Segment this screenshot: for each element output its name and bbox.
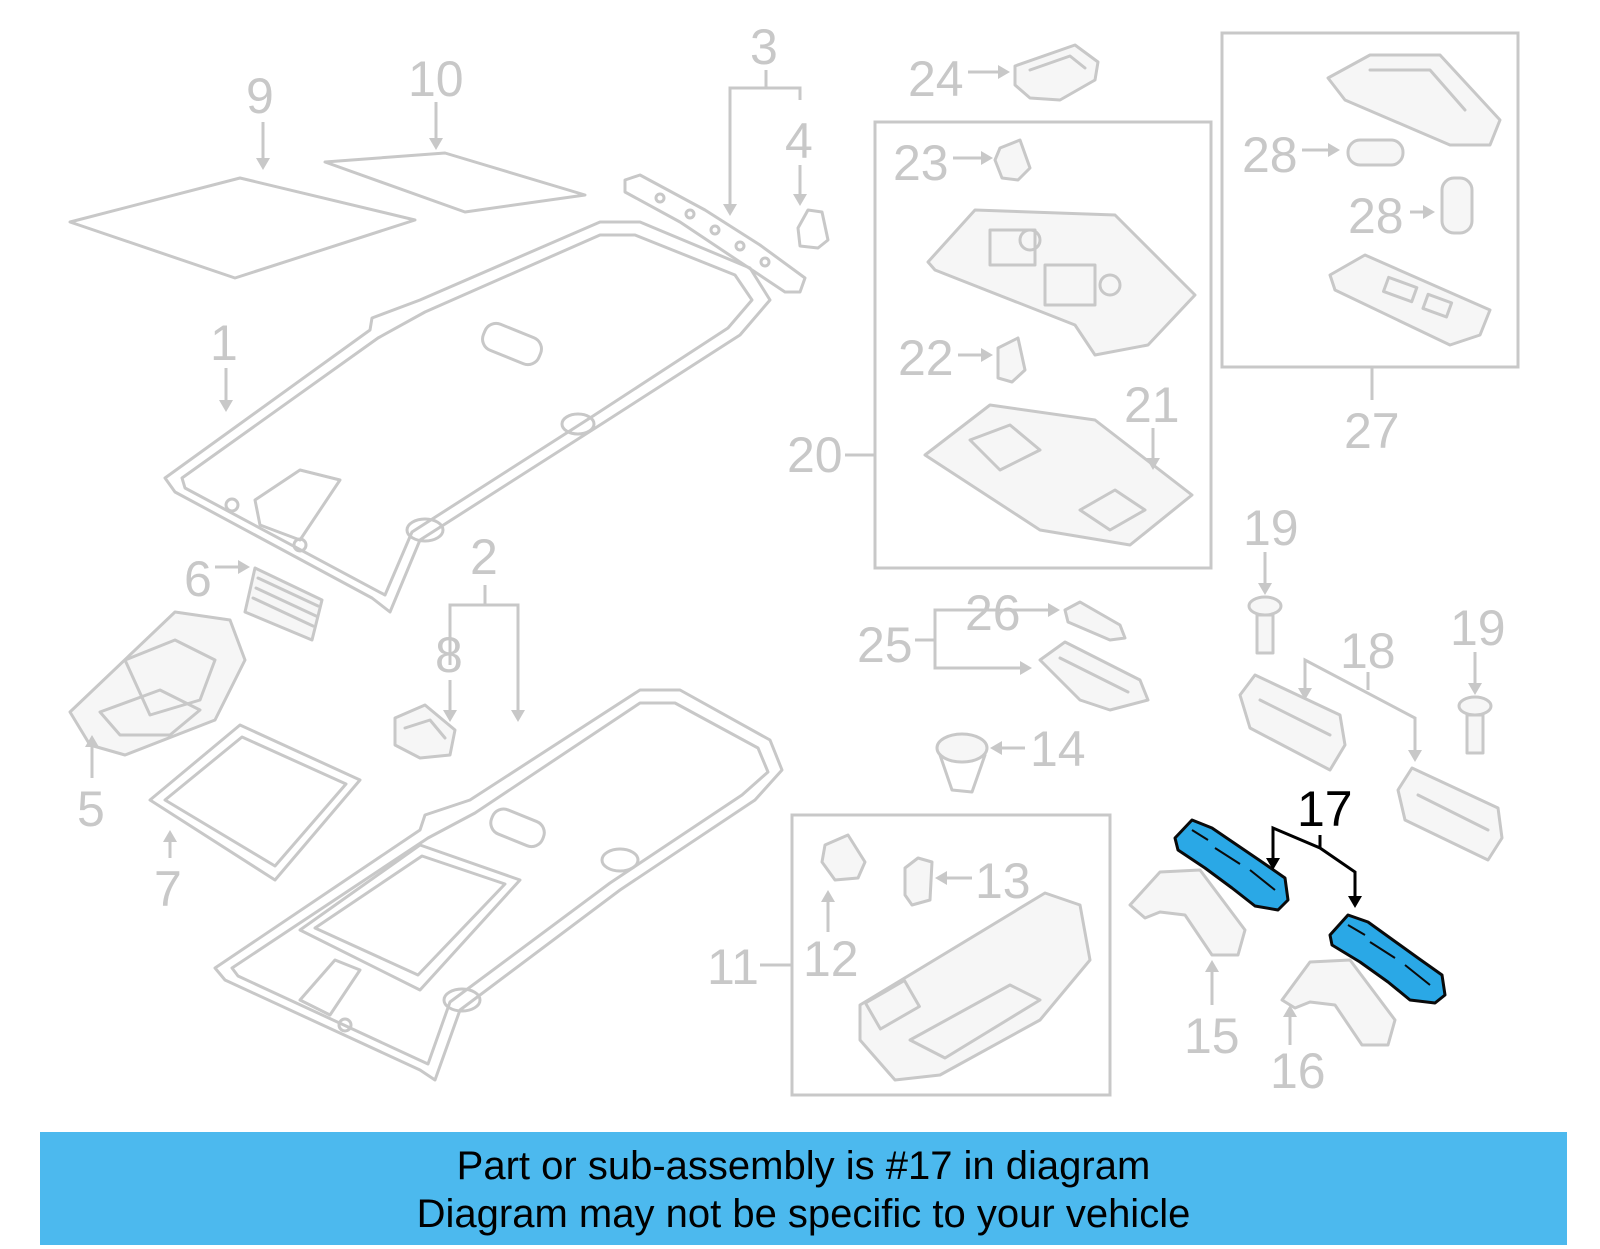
part-17-bracket-a [1173, 818, 1290, 912]
label-2: 2 [470, 529, 498, 585]
part-16-handle [1280, 958, 1397, 1047]
part-22-bulb [996, 336, 1027, 384]
part-3-rail [623, 173, 807, 294]
label-1: 1 [210, 315, 238, 371]
label-21: 21 [1124, 377, 1180, 433]
part-28-bulb-a [1346, 138, 1405, 167]
part-26-bulb [1063, 600, 1127, 642]
part-18-bracket-b [1396, 766, 1504, 862]
part-19-screw-b [1457, 695, 1493, 755]
label-19b: 19 [1450, 600, 1506, 656]
label-8: 8 [435, 627, 463, 683]
part-15-handle [1128, 868, 1247, 957]
part-13-clip [903, 856, 934, 907]
label-15: 15 [1184, 1008, 1240, 1064]
part-23-bulb [993, 138, 1032, 182]
box-11 [790, 813, 1112, 1097]
label-16: 16 [1270, 1043, 1326, 1099]
label-4: 4 [785, 113, 813, 169]
banner-line-2: Diagram may not be specific to your vehi… [416, 1192, 1191, 1236]
leader-lines [85, 65, 1482, 1045]
label-10: 10 [408, 51, 464, 107]
label-28b: 28 [1348, 188, 1404, 244]
label-24: 24 [908, 51, 964, 107]
part-10-panel [323, 151, 587, 214]
label-13: 13 [975, 853, 1031, 909]
label-9: 9 [246, 68, 274, 124]
banner-line-1: Part or sub-assembly is #17 in diagram [456, 1144, 1151, 1188]
label-20: 20 [787, 427, 843, 483]
part-14-grommet [935, 732, 989, 794]
label-7: 7 [154, 861, 182, 917]
callout-labels: 9 10 3 4 1 6 5 7 2 8 24 23 22 20 21 28 2… [77, 19, 1506, 1099]
part-28-bulb-b [1440, 176, 1474, 235]
part-9-panel [68, 176, 417, 280]
part-27-lens [1328, 253, 1492, 347]
part-8-clip [393, 703, 457, 760]
part-21-lens [923, 403, 1194, 547]
label-17: 17 [1297, 781, 1353, 837]
part-4-clip [796, 208, 830, 250]
label-6: 6 [184, 551, 212, 607]
info-banner: Part or sub-assembly is #17 in diagram D… [40, 1132, 1567, 1245]
part-11-visor [858, 891, 1092, 1082]
part-2-headliner [213, 688, 784, 1082]
label-22: 22 [898, 330, 954, 386]
box-20 [873, 120, 1213, 570]
part-27-housing [1326, 53, 1502, 147]
console-housing [926, 208, 1197, 357]
box-27 [1220, 31, 1520, 369]
part-19-screw-a [1247, 595, 1283, 655]
part-18-bracket-a [1238, 673, 1347, 772]
part-7-frame [148, 723, 362, 882]
part-17-bracket-b [1328, 913, 1447, 1005]
label-11: 11 [707, 939, 759, 995]
part-1-headliner [163, 220, 772, 614]
label-25: 25 [857, 617, 913, 673]
label-23: 23 [893, 135, 949, 191]
part-5-console [68, 610, 247, 757]
part-6-vent [243, 566, 324, 642]
label-27: 27 [1344, 403, 1400, 459]
label-3: 3 [750, 19, 778, 75]
label-18: 18 [1340, 623, 1396, 679]
label-19a: 19 [1243, 500, 1299, 556]
part-24-switch [1013, 43, 1100, 102]
label-14: 14 [1030, 721, 1086, 777]
label-5: 5 [77, 781, 105, 837]
label-26: 26 [965, 585, 1021, 641]
label-28a: 28 [1242, 127, 1298, 183]
label-12: 12 [803, 931, 859, 987]
part-12-clip [820, 833, 867, 882]
part-25-light [1038, 640, 1150, 712]
